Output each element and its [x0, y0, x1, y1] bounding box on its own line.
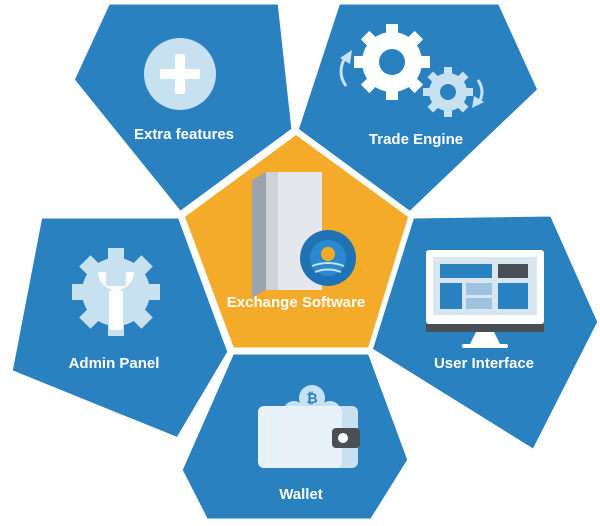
monitor-icon [426, 250, 544, 348]
wrench-gear-icon [72, 248, 160, 336]
label-trade-engine: Trade Engine [368, 131, 464, 148]
svg-text:₿: ₿ [306, 391, 317, 407]
segment-trade-engine [293, 0, 543, 217]
label-extra-features: Extra features [133, 126, 235, 143]
label-center-exchange-software: Exchange Software [226, 294, 366, 311]
label-user-interface: User Interface [433, 355, 535, 372]
wallet-bitcoin-icon: ₿ [258, 385, 360, 468]
plus-circle-icon [144, 38, 216, 110]
gears-icon [339, 24, 484, 117]
software-box-disc-icon [252, 172, 356, 298]
label-wallet: Wallet [279, 486, 323, 503]
label-admin-panel: Admin Panel [68, 355, 160, 372]
